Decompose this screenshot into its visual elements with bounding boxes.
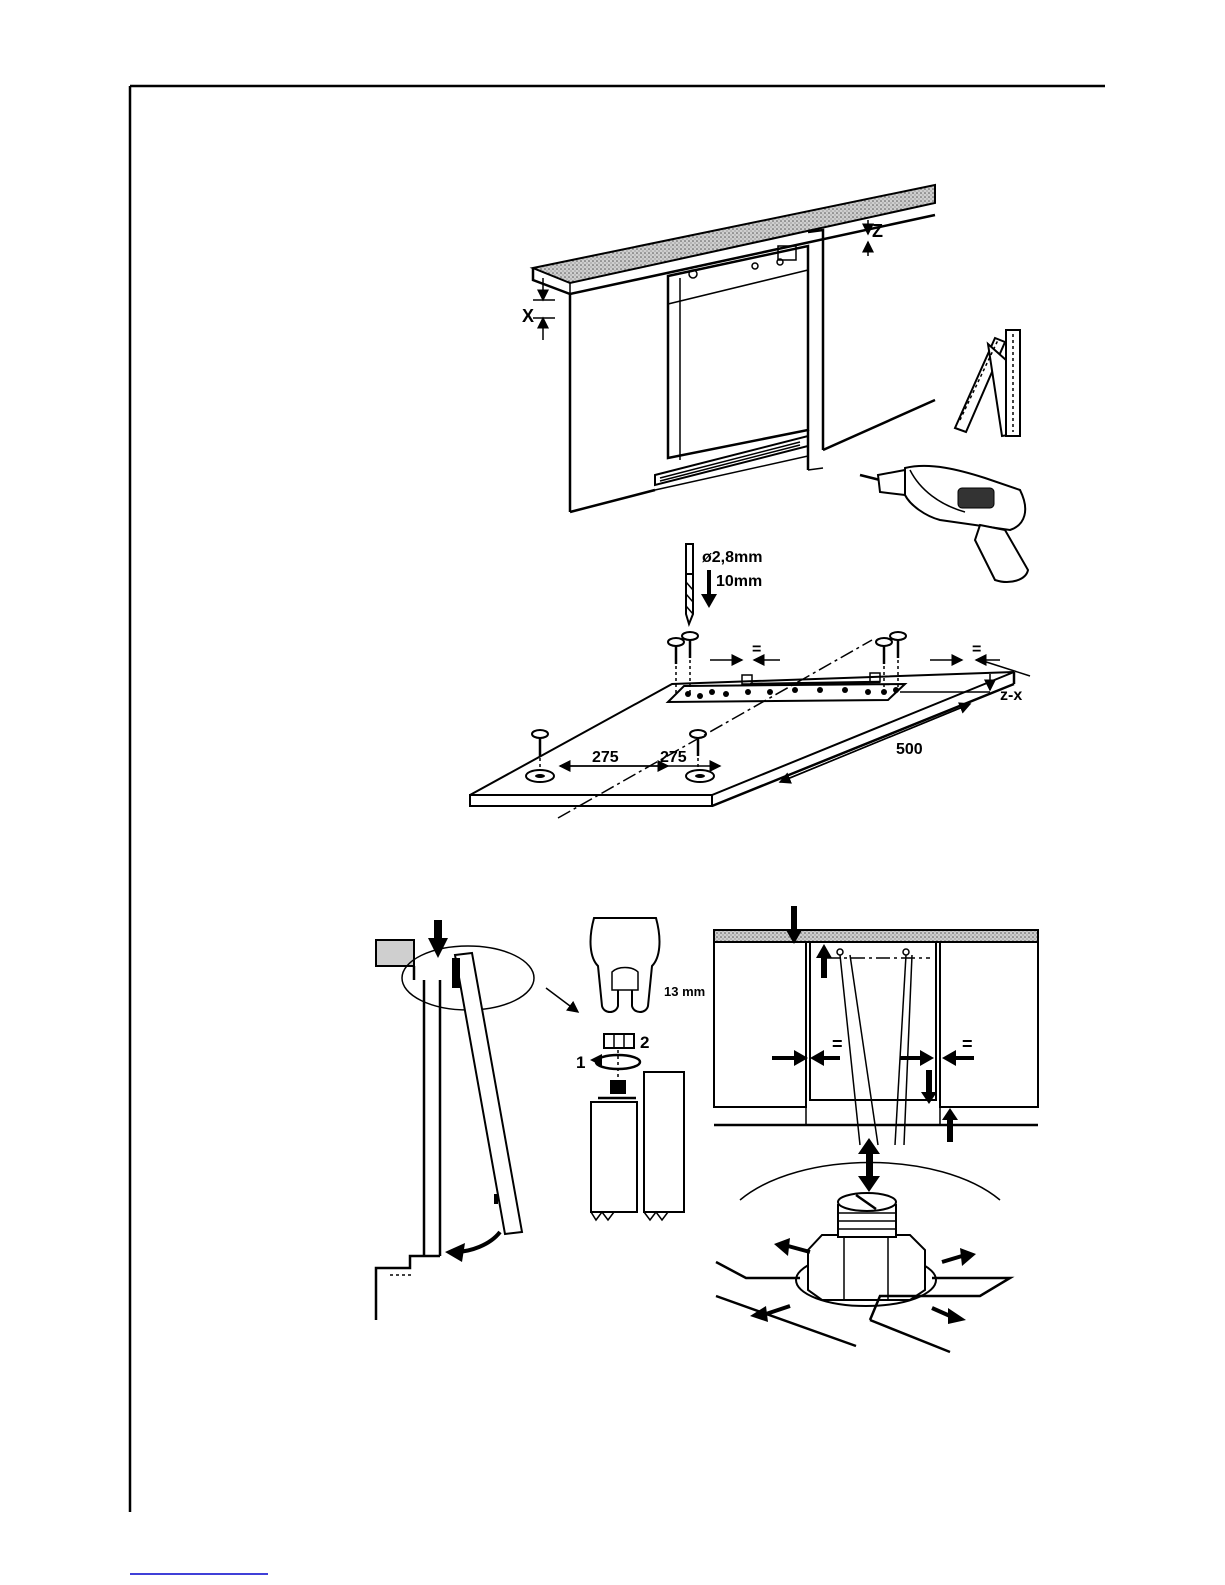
electric-drill-icon [860,466,1028,582]
drill-depth-label: 10mm [716,573,762,590]
figure-cabinet-measurement: X Z [522,185,935,512]
page-frame [130,86,1105,1574]
figure-door-adjustment: 13 mm 2 1 [376,906,1038,1352]
drill-diameter-label: ø2,8mm [702,549,762,566]
equal-mark-left: = [752,641,761,658]
label-z: Z [872,221,883,241]
dimension-275-right-label: 275 [660,749,687,766]
figure-drilling-template: ø2,8mm 10mm [470,544,1030,818]
adjustable-foot-icon [796,1193,936,1306]
dimension-275-left-label: 275 [592,749,619,766]
wrench-icon [591,918,660,1012]
drill-bit-icon [686,544,693,624]
step-2-label: 2 [640,1033,649,1052]
equal-mark-front-right: = [962,1034,973,1054]
appliance-door [655,246,808,485]
step-1-label: 1 [576,1053,585,1072]
dimension-500-label: 500 [896,741,923,758]
label-x: X [522,306,534,326]
equal-mark-front-left: = [832,1034,843,1054]
equal-mark-right: = [972,641,981,658]
folding-ruler-icon [955,330,1020,436]
wrench-size-label: 13 mm [664,984,705,999]
z-minus-x-label: z-x [1000,687,1022,704]
